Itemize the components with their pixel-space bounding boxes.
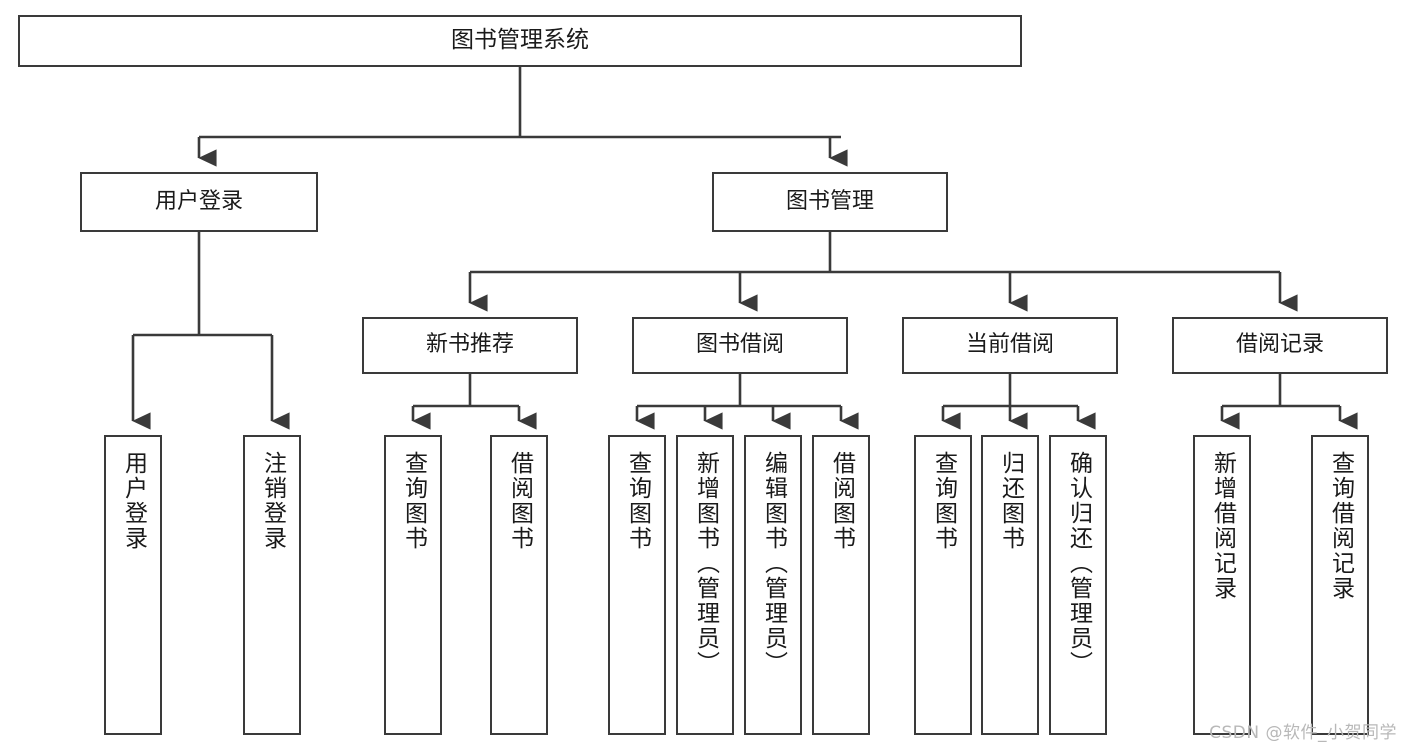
node-label: 查询图书 xyxy=(624,451,651,551)
node-label: 归还图书 xyxy=(997,451,1024,551)
node-label: 新书推荐 xyxy=(425,332,514,358)
node-label: 新增图书（管理员） xyxy=(692,451,719,676)
leaf-book-borrow-edit[interactable]: 编辑图书（管理员） xyxy=(744,435,802,735)
node-label: 编辑图书（管理员） xyxy=(760,451,787,676)
node-current-borrow[interactable]: 当前借阅 xyxy=(902,317,1118,374)
node-book-borrow[interactable]: 图书借阅 xyxy=(632,317,848,374)
node-borrow-record[interactable]: 借阅记录 xyxy=(1172,317,1388,374)
node-label: 查询图书 xyxy=(930,451,957,551)
node-label: 注销登录 xyxy=(259,451,286,551)
leaf-book-borrow-query[interactable]: 查询图书 xyxy=(608,435,666,735)
leaf-current-borrow-query[interactable]: 查询图书 xyxy=(914,435,972,735)
leaf-borrow-record-query[interactable]: 查询借阅记录 xyxy=(1311,435,1369,735)
leaf-current-borrow-return[interactable]: 归还图书 xyxy=(981,435,1039,735)
node-label: 新增借阅记录 xyxy=(1209,451,1236,601)
leaf-user-login-login[interactable]: 用户登录 xyxy=(104,435,162,735)
leaf-new-book-query[interactable]: 查询图书 xyxy=(384,435,442,735)
node-new-book-recommend[interactable]: 新书推荐 xyxy=(362,317,578,374)
node-label: 查询借阅记录 xyxy=(1327,451,1354,601)
node-label: 当前借阅 xyxy=(965,332,1054,358)
leaf-new-book-borrow[interactable]: 借阅图书 xyxy=(490,435,548,735)
leaf-book-borrow-add[interactable]: 新增图书（管理员） xyxy=(676,435,734,735)
node-user-login[interactable]: 用户登录 xyxy=(80,172,318,232)
leaf-book-borrow-lend[interactable]: 借阅图书 xyxy=(812,435,870,735)
node-label: 借阅图书 xyxy=(828,451,855,551)
node-label: 图书管理系统 xyxy=(451,27,589,54)
node-label: 借阅图书 xyxy=(506,451,533,551)
node-label: 图书借阅 xyxy=(695,332,784,358)
node-book-management[interactable]: 图书管理 xyxy=(712,172,948,232)
leaf-borrow-record-add[interactable]: 新增借阅记录 xyxy=(1193,435,1251,735)
leaf-current-borrow-confirm-return[interactable]: 确认归还（管理员） xyxy=(1049,435,1107,735)
node-label: 查询图书 xyxy=(400,451,427,551)
node-label: 用户登录 xyxy=(154,188,243,214)
node-label: 借阅记录 xyxy=(1235,332,1324,358)
node-label: 确认归还（管理员） xyxy=(1065,451,1092,676)
node-label: 图书管理 xyxy=(785,188,874,214)
node-root-system[interactable]: 图书管理系统 xyxy=(18,15,1022,67)
node-label: 用户登录 xyxy=(120,451,147,551)
leaf-user-login-logout[interactable]: 注销登录 xyxy=(243,435,301,735)
